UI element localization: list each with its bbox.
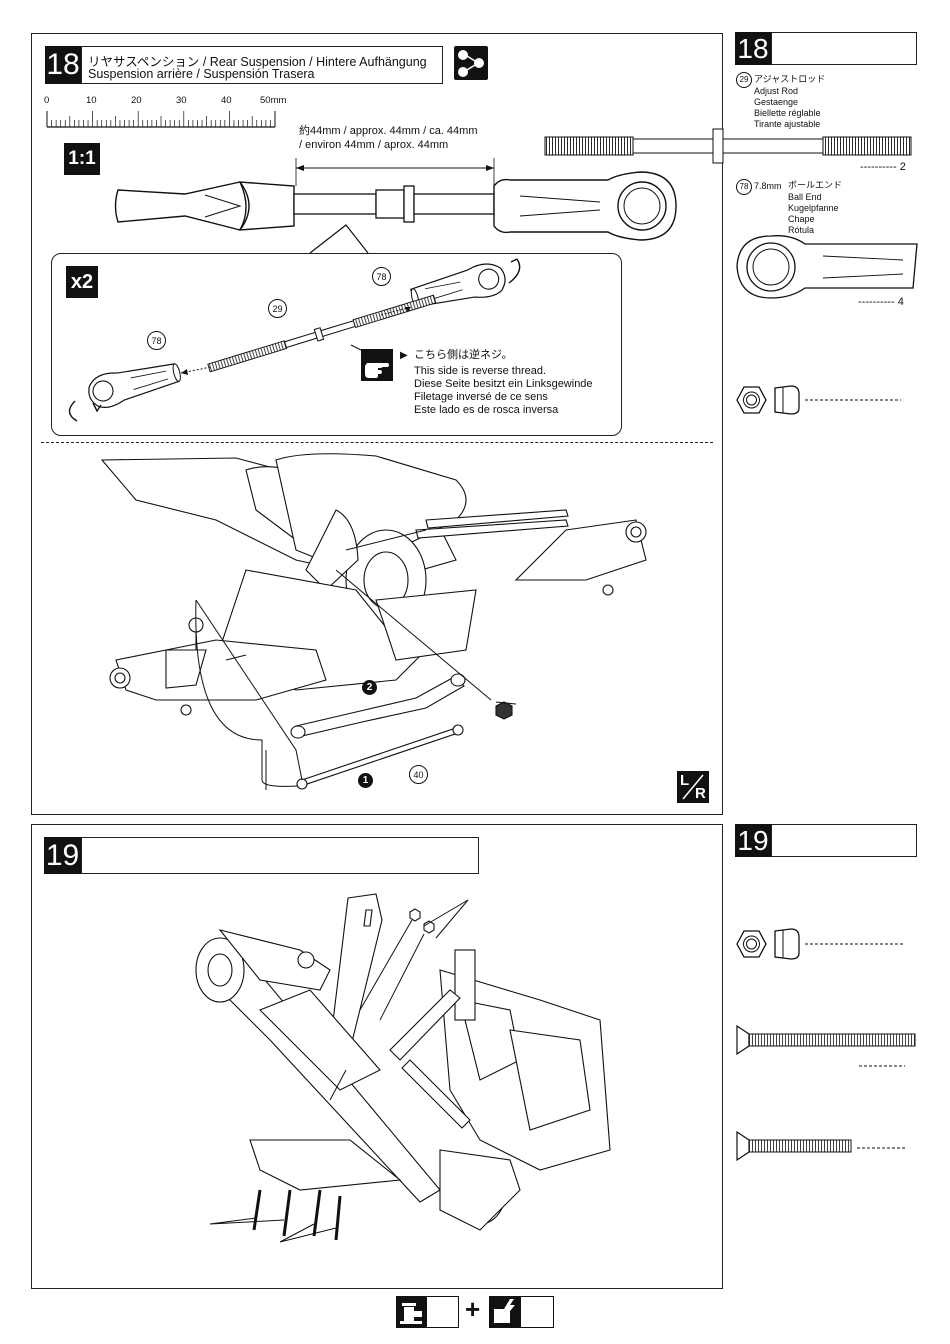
ruler-graphic — [46, 111, 276, 128]
x2-label: x2 — [70, 270, 94, 293]
part78-name-fr: Chape — [788, 214, 815, 224]
parts19-number: 19 — [735, 824, 771, 857]
assembly-detail-box — [51, 253, 622, 436]
part78-name-en: Ball End — [788, 192, 822, 202]
callout-78-top: 78 — [372, 267, 391, 286]
seq-marker-1: 1 — [358, 773, 373, 788]
ratio-badge: 1:1 — [64, 143, 100, 175]
engine-icon-box — [396, 1296, 459, 1328]
nylon-nut-drawing — [736, 385, 901, 415]
rod-exploded-drawing — [68, 258, 521, 422]
part78-ball-end-drawing — [736, 235, 918, 299]
part78-circle: 78 — [736, 179, 752, 195]
scale-tick-30: 30 — [176, 95, 187, 106]
scale-tick-0: 0 — [44, 95, 50, 106]
ratio-label: 1:1 — [68, 148, 96, 169]
callout-40: 40 — [409, 765, 428, 784]
part29-name-es: Tirante ajustable — [754, 119, 821, 129]
measure-line1: 約44mm / approx. 44mm / ca. 44mm — [299, 125, 478, 137]
nylon-nut-drawing-19 — [736, 928, 903, 960]
electric-icon-box — [489, 1296, 554, 1328]
step18-title-box: リヤサスペンション / Rear Suspension / Hintere Au… — [81, 46, 443, 84]
note-line-en: This side is reverse thread. — [414, 365, 547, 377]
part78-name-es: Rótula — [788, 225, 815, 235]
callout-78-bottom: 78 — [147, 331, 166, 350]
rod-full-scale-drawing — [114, 158, 677, 241]
seq-marker-2: 2 — [362, 680, 377, 695]
x2-badge: x2 — [66, 266, 98, 298]
scale-tick-20: 20 — [131, 95, 142, 106]
left-right-badge: L R — [677, 771, 709, 803]
scale-tick-10: 10 — [86, 95, 97, 106]
part78-name-de: Kugelpfanne — [788, 203, 839, 213]
part78-name-ja: ボールエンド — [788, 180, 843, 190]
lr-label-r: R — [695, 785, 706, 802]
part78-qty: ---------- 4 — [858, 296, 904, 308]
sequence-icon — [454, 46, 488, 80]
note-line-de: Diese Seite besitzt ein Linksgewinde — [414, 378, 593, 390]
note-line-ja: こちら側は逆ネジ。 — [414, 349, 513, 361]
parts18-title-box — [771, 32, 917, 65]
countersunk-screw-long-drawing — [736, 1024, 916, 1067]
parts19-title-box — [771, 824, 917, 857]
step18-panel — [31, 33, 723, 815]
parts18-number: 18 — [735, 32, 771, 65]
callout-connector — [309, 224, 369, 254]
step18-title-line2: Suspension arrière / Suspensión Trasera — [88, 67, 315, 81]
measure-line2: / environ 44mm / aprox. 44mm — [299, 139, 449, 151]
pointing-hand-icon — [361, 349, 393, 381]
part29-name-ja: アジャストロッド — [754, 74, 826, 84]
part29-name-en: Adjust Rod — [754, 86, 799, 96]
engine-icon — [397, 1297, 427, 1327]
note-line-fr: Filetage inversé de ce sens — [414, 391, 548, 403]
step19-title-box — [81, 837, 479, 874]
step19-number: 19 — [44, 837, 81, 874]
electric-motor-icon — [490, 1297, 521, 1327]
scale-tick-50: 50mm — [260, 95, 287, 106]
rear-upright-assembly-drawing — [195, 893, 611, 1243]
scale-tick-40: 40 — [221, 95, 232, 106]
part78-size: 7.8mm — [754, 181, 782, 191]
part29-name-de: Gestaenge — [754, 97, 799, 107]
part29-name-fr: Biellette réglable — [754, 108, 821, 118]
step18-title-line1: リヤサスペンション / Rear Suspension / Hintere Au… — [88, 55, 427, 69]
step18-number: 18 — [45, 46, 81, 84]
lr-label-l: L — [680, 772, 690, 789]
scale-ruler: 0 10 20 30 40 50mm — [44, 95, 287, 131]
countersunk-screw-short-drawing — [736, 1130, 905, 1162]
part29-adjust-rod-drawing — [544, 128, 912, 164]
step19-panel — [31, 824, 723, 1289]
footer-plus: + — [465, 1294, 481, 1324]
part29-circle: 29 — [736, 72, 752, 88]
section-divider — [41, 442, 713, 443]
note-arrow-icon: ▶ — [400, 350, 408, 361]
callout-29-detail: 29 — [268, 299, 287, 318]
note-line-es: Este lado es de rosca inversa — [414, 404, 559, 416]
rear-suspension-chassis-drawing — [100, 453, 647, 790]
part29-qty: ---------- 2 — [860, 161, 906, 173]
